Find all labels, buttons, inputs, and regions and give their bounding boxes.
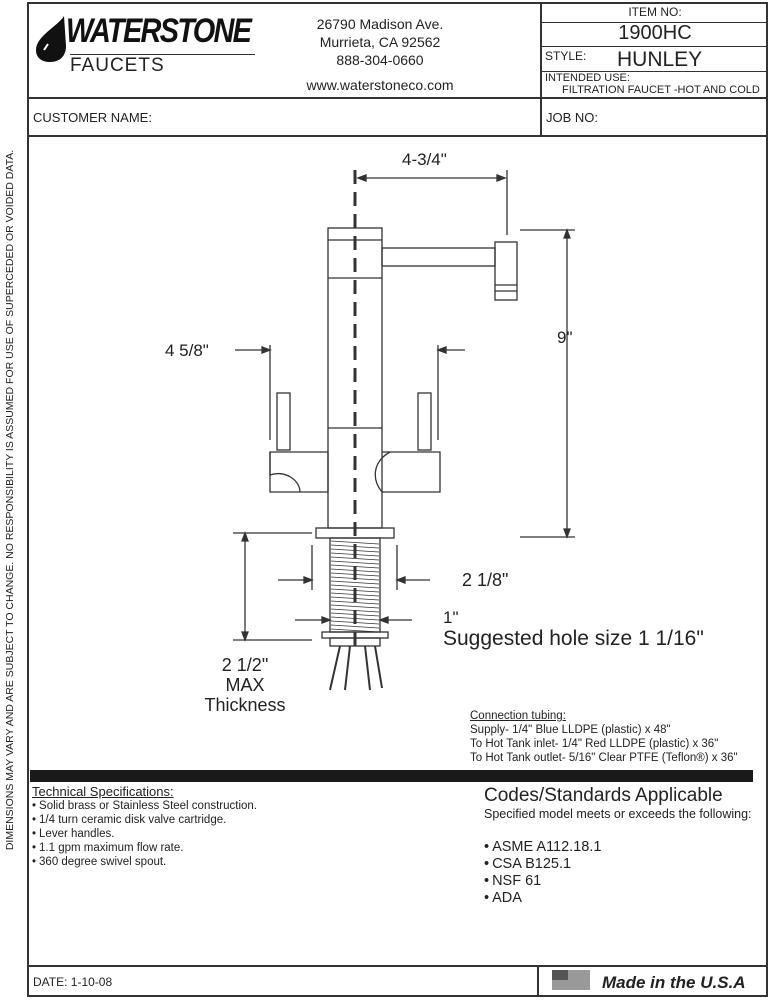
thread-line bbox=[330, 592, 380, 597]
customer-name-label: CUSTOMER NAME: bbox=[33, 110, 152, 125]
codes-subtitle: Specified model meets or exceeds the fol… bbox=[484, 807, 752, 821]
tubing-line: To Hot Tank outlet- 5/16" Clear PTFE (Te… bbox=[470, 752, 738, 764]
dim-lever: 4 5/8" bbox=[165, 341, 209, 360]
divider bbox=[27, 97, 768, 99]
made-in-usa: Made in the U.S.A bbox=[602, 973, 746, 992]
spec-item: Solid brass or Stainless Steel construct… bbox=[32, 799, 257, 813]
water-drop-icon bbox=[36, 16, 66, 62]
divider bbox=[540, 46, 768, 47]
divider bbox=[540, 71, 768, 72]
codes-section: Codes/Standards Applicable Specified mod… bbox=[484, 785, 752, 907]
code-item: NSF 61 bbox=[484, 873, 752, 890]
spout bbox=[381, 247, 496, 267]
use-label: INTENDED USE: bbox=[545, 72, 630, 84]
specs-title: Technical Specifications: bbox=[32, 784, 174, 799]
thread-line bbox=[330, 552, 380, 557]
dim-height: 9" bbox=[557, 328, 573, 347]
divider bbox=[27, 135, 768, 137]
address-block: 26790 Madison Ave. Murrieta, CA 92562 88… bbox=[290, 15, 470, 94]
thread-line bbox=[330, 584, 380, 589]
divider bbox=[27, 965, 768, 967]
divider bbox=[540, 2, 542, 136]
thread-line bbox=[330, 624, 380, 629]
thread-line bbox=[330, 616, 380, 621]
right-handle bbox=[382, 451, 441, 493]
spec-item: 360 degree swivel spout. bbox=[32, 855, 257, 869]
date: DATE: 1-10-08 bbox=[33, 975, 113, 989]
thread-line bbox=[330, 572, 380, 577]
thread-line bbox=[330, 576, 380, 581]
logo-rule bbox=[70, 54, 255, 55]
code-item: ADA bbox=[484, 890, 752, 907]
city: Murrieta, CA 92562 bbox=[319, 34, 441, 50]
spec-item: Lever handles. bbox=[32, 827, 257, 841]
left-lever bbox=[276, 392, 291, 451]
website: www.waterstoneco.com bbox=[306, 77, 454, 93]
thread-line bbox=[330, 612, 380, 617]
divider bbox=[537, 965, 539, 997]
style-value: HUNLEY bbox=[617, 48, 703, 71]
thread-line bbox=[330, 540, 380, 545]
tubing-title: Connection tubing: bbox=[470, 710, 566, 722]
thread-line bbox=[330, 548, 380, 553]
code-item: CSA B125.1 bbox=[484, 856, 752, 873]
left-handle bbox=[269, 451, 329, 493]
thickness-word: Thickness bbox=[204, 695, 286, 715]
divider bbox=[540, 22, 768, 23]
sheet-border bbox=[27, 2, 768, 997]
thread-line bbox=[330, 580, 380, 585]
thread-line bbox=[330, 556, 380, 561]
item-value: 1900HC bbox=[618, 22, 692, 44]
thickness-max: MAX bbox=[225, 675, 265, 695]
thickness-value: 2 1/2" bbox=[221, 655, 269, 675]
thread-line bbox=[330, 568, 380, 573]
item-label: ITEM NO: bbox=[628, 5, 682, 19]
codes-title: Codes/Standards Applicable bbox=[484, 785, 723, 806]
brand-name: WATERSTONE bbox=[66, 12, 252, 50]
phone: 888-304-0660 bbox=[336, 52, 424, 68]
thread-line bbox=[330, 560, 380, 565]
code-item: ASME A112.18.1 bbox=[484, 839, 752, 856]
street: 26790 Madison Ave. bbox=[316, 16, 444, 32]
spec-item: 1/4 turn ceramic disk valve cartridge. bbox=[32, 813, 257, 827]
thread-line bbox=[330, 564, 380, 569]
tubing-line: To Hot Tank inlet- 1/4" Red LLDPE (plast… bbox=[470, 738, 719, 750]
dim-reach: 4-3/4" bbox=[402, 150, 447, 169]
right-lever bbox=[417, 392, 432, 451]
thread-line bbox=[330, 600, 380, 605]
hole-size: Suggested hole size 1 1/16" bbox=[443, 627, 704, 650]
thread-line bbox=[330, 604, 380, 609]
thread-line bbox=[330, 608, 380, 613]
brand-sub: FAUCETS bbox=[70, 55, 165, 76]
tubing-line: Supply- 1/4" Blue LLDPE (plastic) x 48" bbox=[470, 724, 671, 736]
thread-line bbox=[330, 596, 380, 601]
tech-specs: Technical Specifications: Solid brass or… bbox=[32, 785, 257, 869]
thread-line bbox=[330, 620, 380, 625]
style-label: STYLE: bbox=[545, 49, 587, 63]
waterstone-logo bbox=[30, 14, 70, 69]
thread-line bbox=[330, 588, 380, 593]
thickness-label: 2 1/2" MAX Thickness bbox=[190, 655, 300, 715]
spec-item: 1.1 gpm maximum flow rate. bbox=[32, 841, 257, 855]
dim-base: 2 1/8" bbox=[462, 570, 509, 590]
use-value: FILTRATION FAUCET -HOT AND COLD bbox=[562, 84, 760, 96]
spout-tip bbox=[494, 241, 518, 301]
job-no-label: JOB NO: bbox=[546, 110, 599, 125]
section-bar bbox=[30, 770, 753, 782]
connection-tubing: Connection tubing: Supply- 1/4" Blue LLD… bbox=[470, 709, 738, 765]
dim-shank: 1" bbox=[443, 608, 459, 627]
thread-line bbox=[330, 544, 380, 549]
